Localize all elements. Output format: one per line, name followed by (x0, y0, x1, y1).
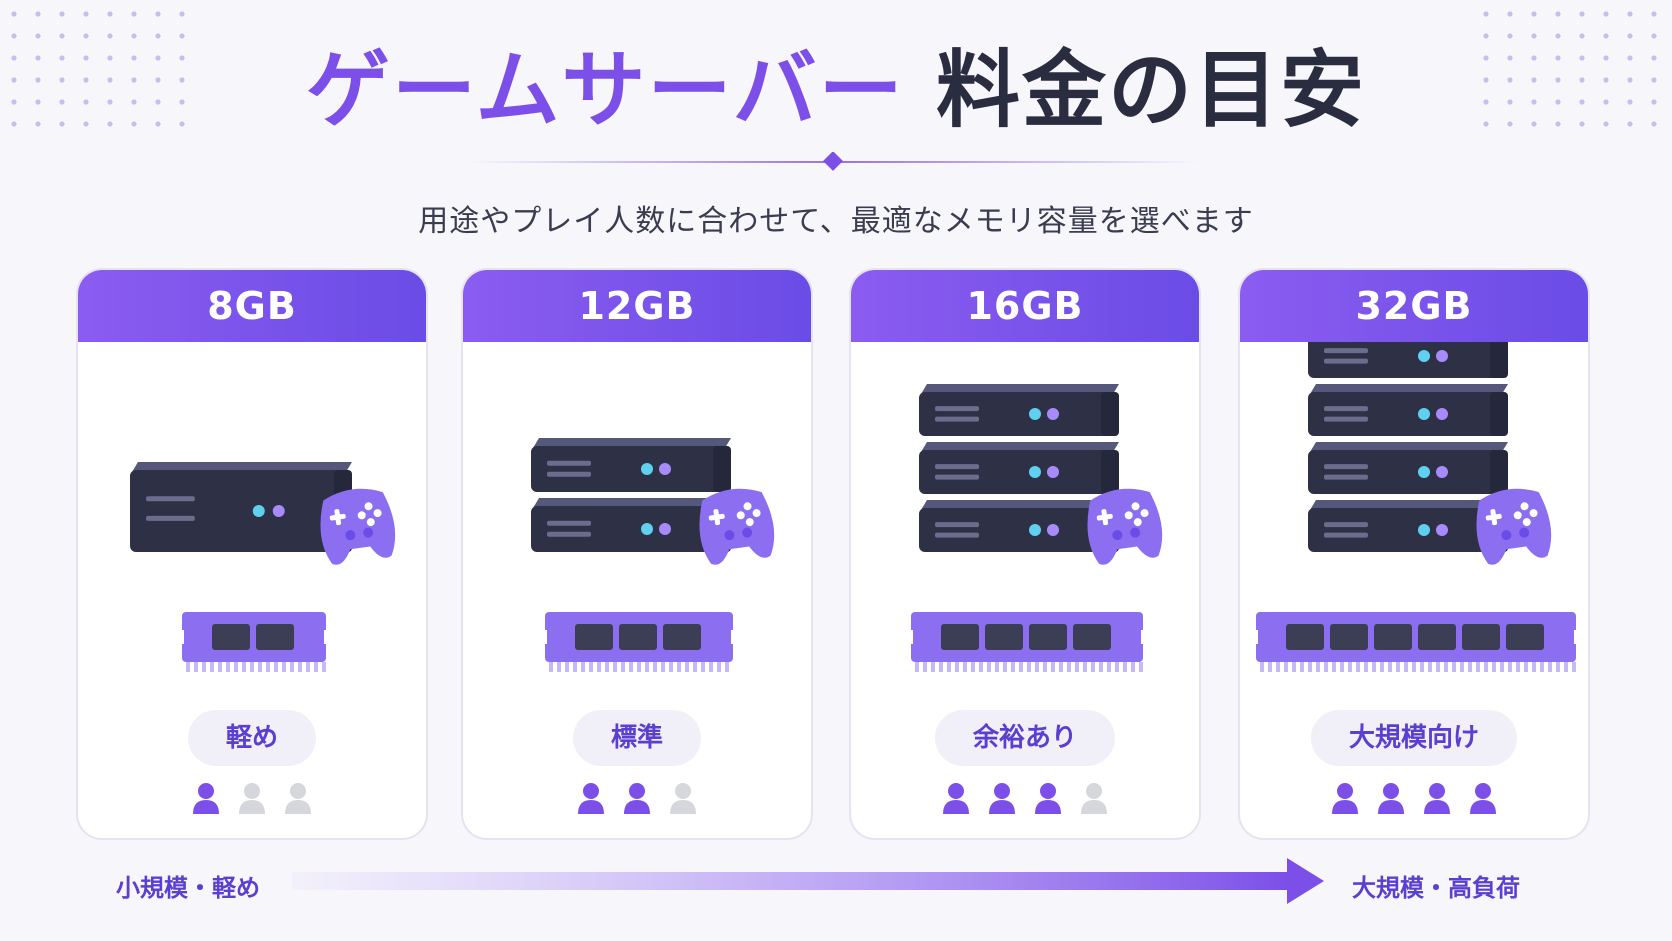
title-accent: ゲームサーバー (306, 41, 905, 139)
ram-icon (907, 612, 1147, 672)
title-main: 料金の目安 (935, 41, 1366, 139)
dot-pattern-left (11, 11, 185, 127)
plan-illustration (1252, 342, 1580, 672)
gamepad-icon (1476, 488, 1552, 565)
person-icon (1469, 782, 1497, 814)
ram-icon (1252, 612, 1580, 672)
ram-icon (541, 612, 737, 672)
plan-usage-label: 大規模向け (1310, 710, 1518, 766)
person-icon (1034, 782, 1062, 814)
arrow-right-icon (292, 858, 1324, 904)
page-title: ゲームサーバー 料金の目安 (0, 48, 1672, 132)
plan-memory: 8GB (78, 270, 426, 342)
person-icon (988, 782, 1016, 814)
plan-card-16gb[interactable]: 16GB (849, 268, 1201, 840)
scale-right-label: 大規模・高負荷 (1352, 874, 1520, 902)
plan-card-32gb[interactable]: 32GB (1238, 268, 1590, 840)
person-icon (238, 782, 266, 814)
plan-usage-label: 軽め (187, 710, 317, 766)
plan-illustration (907, 384, 1163, 672)
plan-memory: 12GB (463, 270, 811, 342)
scale-left-label: 小規模・軽め (116, 874, 260, 902)
title-divider (470, 152, 1200, 171)
person-icon (577, 782, 605, 814)
player-count-indicator (78, 782, 426, 814)
person-icon (1377, 782, 1405, 814)
plan-usage-label: 標準 (572, 710, 702, 766)
server-icon (130, 462, 352, 552)
player-count-indicator (463, 782, 811, 814)
server-icon (919, 384, 1119, 436)
person-icon (669, 782, 697, 814)
plan-illustration (130, 462, 396, 672)
ram-icon (178, 612, 330, 672)
gamepad-icon (699, 488, 775, 565)
person-icon (1331, 782, 1359, 814)
page-subtitle: 用途やプレイ人数に合わせて、最適なメモリ容量を選べます (418, 204, 1254, 239)
server-icon (919, 442, 1119, 494)
server-icon (1308, 384, 1508, 436)
plan-memory: 32GB (1240, 270, 1588, 342)
gamepad-icon (320, 488, 396, 565)
person-icon (623, 782, 651, 814)
person-icon (192, 782, 220, 814)
server-icon (1308, 342, 1508, 378)
server-icon (1308, 442, 1508, 494)
person-icon (284, 782, 312, 814)
player-count-indicator (851, 782, 1199, 814)
plan-memory: 16GB (851, 270, 1199, 342)
player-count-indicator (1240, 782, 1588, 814)
plan-card-12gb[interactable]: 12GB 標準 (461, 268, 813, 840)
server-icon (531, 438, 731, 492)
plan-card-8gb[interactable]: 8GB 軽め (76, 268, 428, 840)
person-icon (942, 782, 970, 814)
person-icon (1423, 782, 1451, 814)
gamepad-icon (1087, 488, 1163, 565)
plan-usage-label: 余裕あり (934, 710, 1116, 766)
plan-illustration (531, 438, 775, 672)
dot-pattern-right (1483, 11, 1657, 127)
person-icon (1080, 782, 1108, 814)
